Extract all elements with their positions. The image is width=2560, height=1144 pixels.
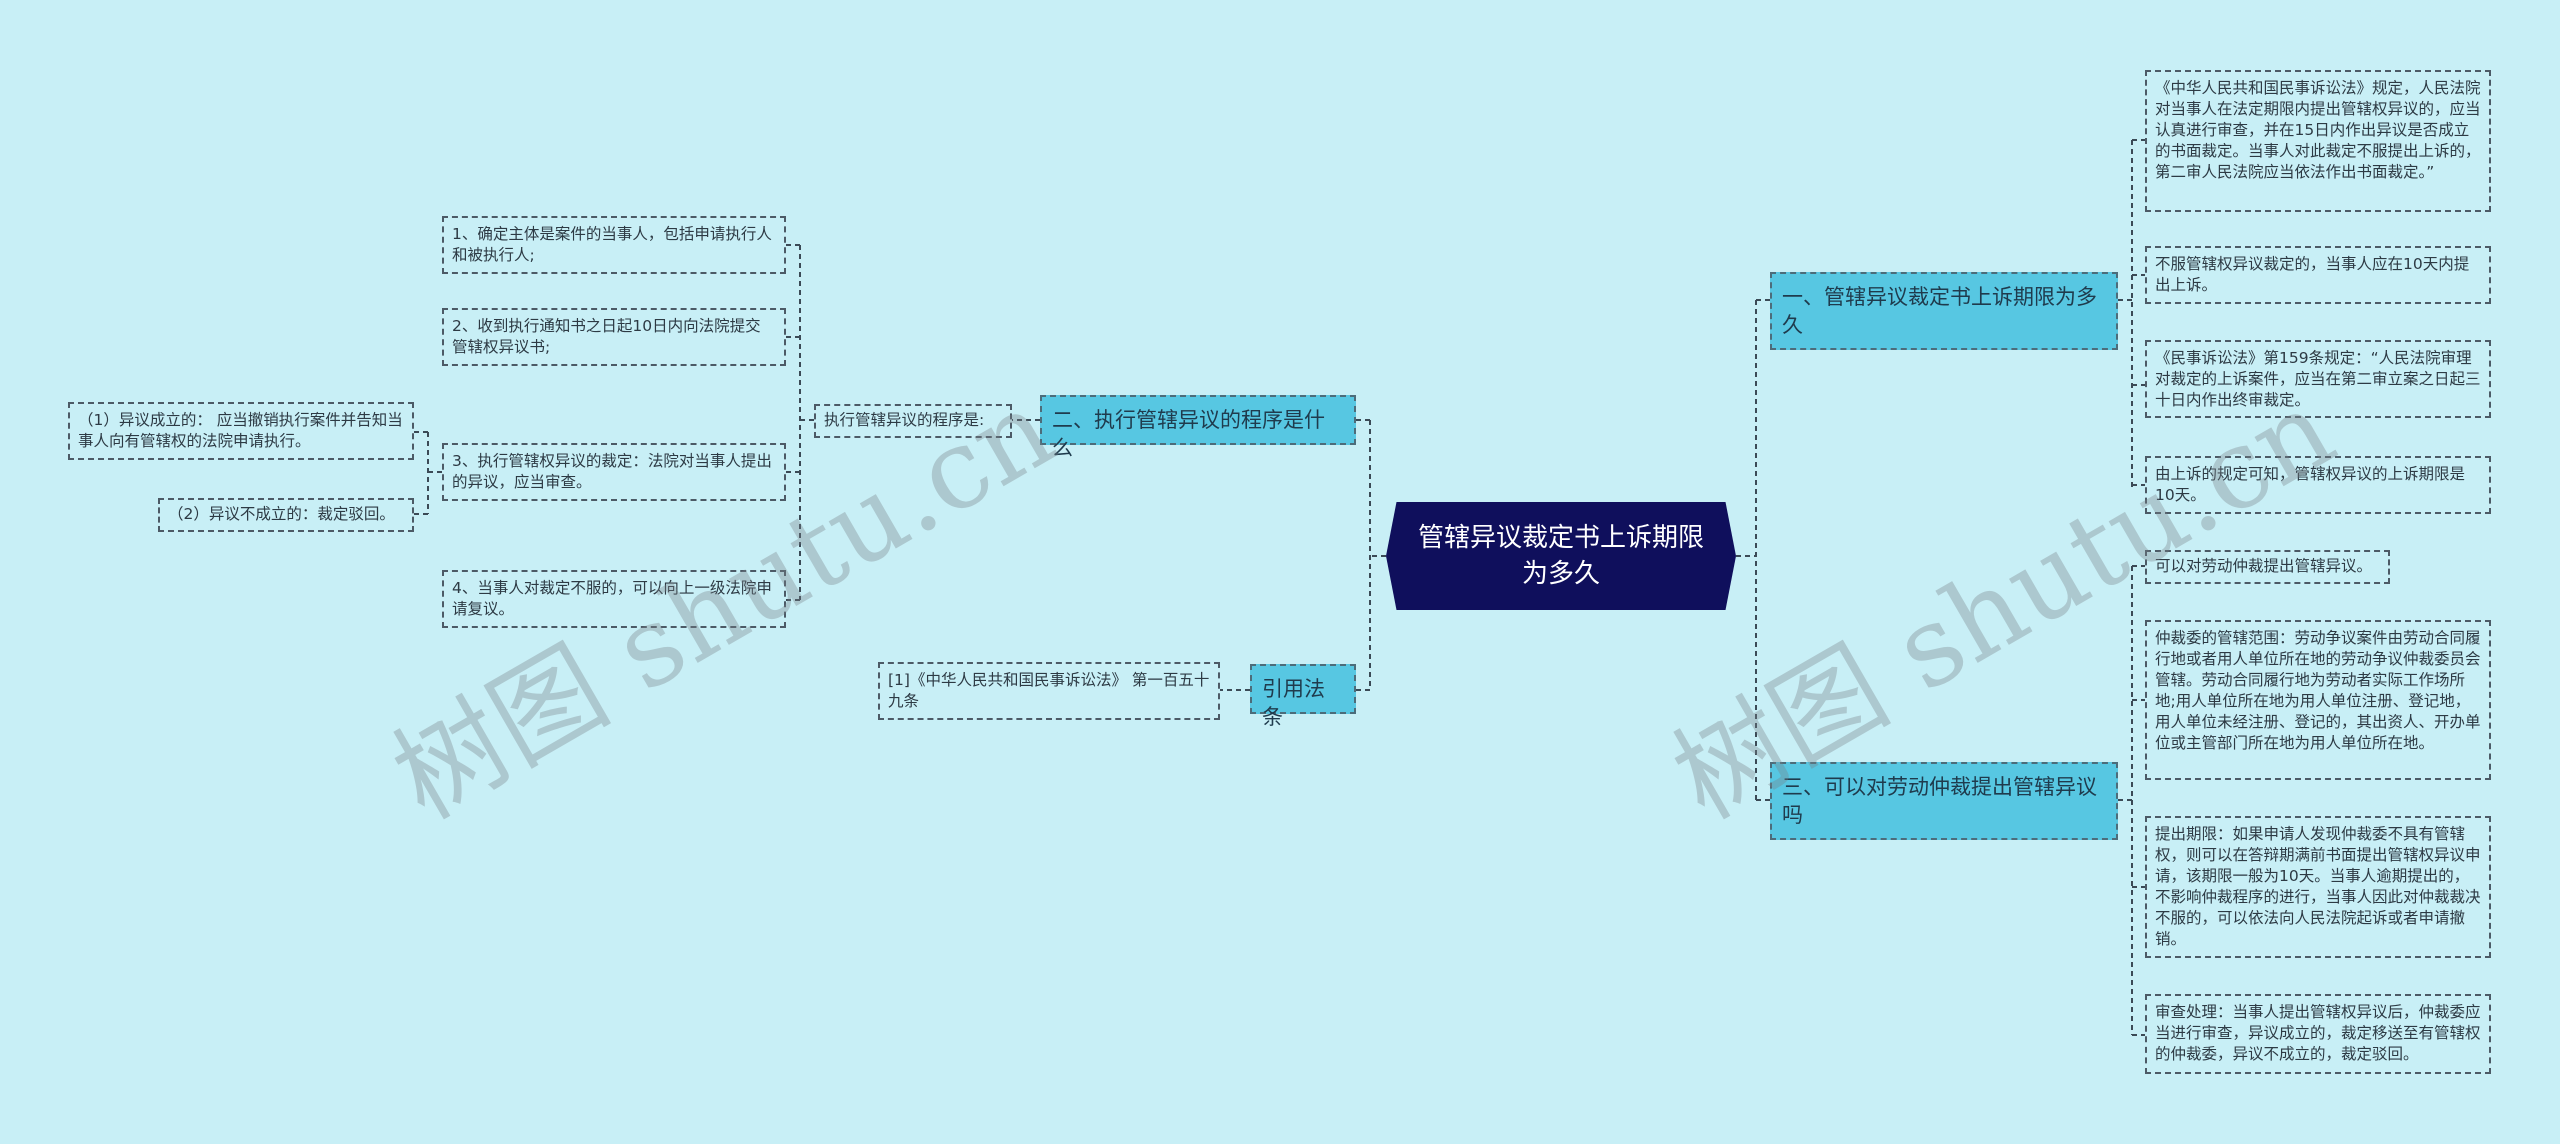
leaf-objection-upheld[interactable]: （1）异议成立的： 应当撤销执行案件并告知当事人向有管辖权的法院申请执行。: [68, 402, 414, 460]
leaf-filing-deadline[interactable]: 提出期限：如果申请人发现仲裁委不具有管辖权，则可以在答辩期满前书面提出管辖权异议…: [2145, 816, 2491, 958]
leaf-step-2[interactable]: 2、收到执行通知书之日起10日内向法院提交管辖权异议书;: [442, 308, 786, 366]
leaf-step-4[interactable]: 4、当事人对裁定不服的，可以向上一级法院申请复议。: [442, 570, 786, 628]
branch-cited-law[interactable]: 引用法条: [1250, 664, 1356, 729]
leaf-step-1[interactable]: 1、确定主体是案件的当事人，包括申请执行人和被执行人;: [442, 216, 786, 274]
leaf-appeal-within-10-days[interactable]: 不服管辖权异议裁定的，当事人应在10天内提出上诉。: [2145, 246, 2491, 304]
branch-appeal-period[interactable]: 一、管辖异议裁定书上诉期限为多久: [1770, 272, 2118, 350]
leaf-can-object[interactable]: 可以对劳动仲裁提出管辖异议。: [2145, 550, 2390, 584]
branch-label: 一、管辖异议裁定书上诉期限为多久: [1782, 285, 2097, 337]
branch-label: 引用法条: [1262, 677, 1325, 729]
branch-labor-arbitration[interactable]: 三、可以对劳动仲裁提出管辖异议吗: [1770, 762, 2118, 840]
leaf-review-handling[interactable]: 审查处理：当事人提出管辖权异议后，仲裁委应当进行审查，异议成立的，裁定移送至有管…: [2145, 994, 2491, 1074]
branch-label: 三、可以对劳动仲裁提出管辖异议吗: [1782, 775, 2097, 827]
branch-label: 二、执行管辖异议的程序是什么: [1052, 408, 1325, 460]
branch-execution-procedure[interactable]: 二、执行管辖异议的程序是什么: [1040, 395, 1356, 460]
leaf-appeal-period-conclusion[interactable]: 由上诉的规定可知，管辖权异议的上诉期限是10天。: [2145, 456, 2491, 514]
leaf-objection-rejected[interactable]: （2）异议不成立的：裁定驳回。: [158, 498, 414, 532]
leaf-step-3[interactable]: 3、执行管辖权异议的裁定：法院对当事人提出的异议，应当审查。: [442, 443, 786, 501]
root-topic[interactable]: 管辖异议裁定书上诉期限为多久: [1386, 502, 1736, 610]
procedure-intro-label[interactable]: 执行管辖异议的程序是:: [814, 404, 1012, 438]
leaf-article-159[interactable]: 《民事诉讼法》第159条规定：“人民法院审理对裁定的上诉案件，应当在第二审立案之…: [2145, 340, 2491, 418]
leaf-civil-procedure-law-review[interactable]: 《中华人民共和国民事诉讼法》规定，人民法院对当事人在法定期限内提出管辖权异议的，…: [2145, 70, 2491, 212]
leaf-jurisdiction-scope[interactable]: 仲裁委的管辖范围：劳动争议案件由劳动合同履行地或者用人单位所在地的劳动争议仲裁委…: [2145, 620, 2491, 780]
root-title: 管辖异议裁定书上诉期限为多久: [1417, 523, 1704, 589]
leaf-cited-article[interactable]: [1]《中华人民共和国民事诉讼法》 第一百五十九条: [878, 662, 1220, 720]
